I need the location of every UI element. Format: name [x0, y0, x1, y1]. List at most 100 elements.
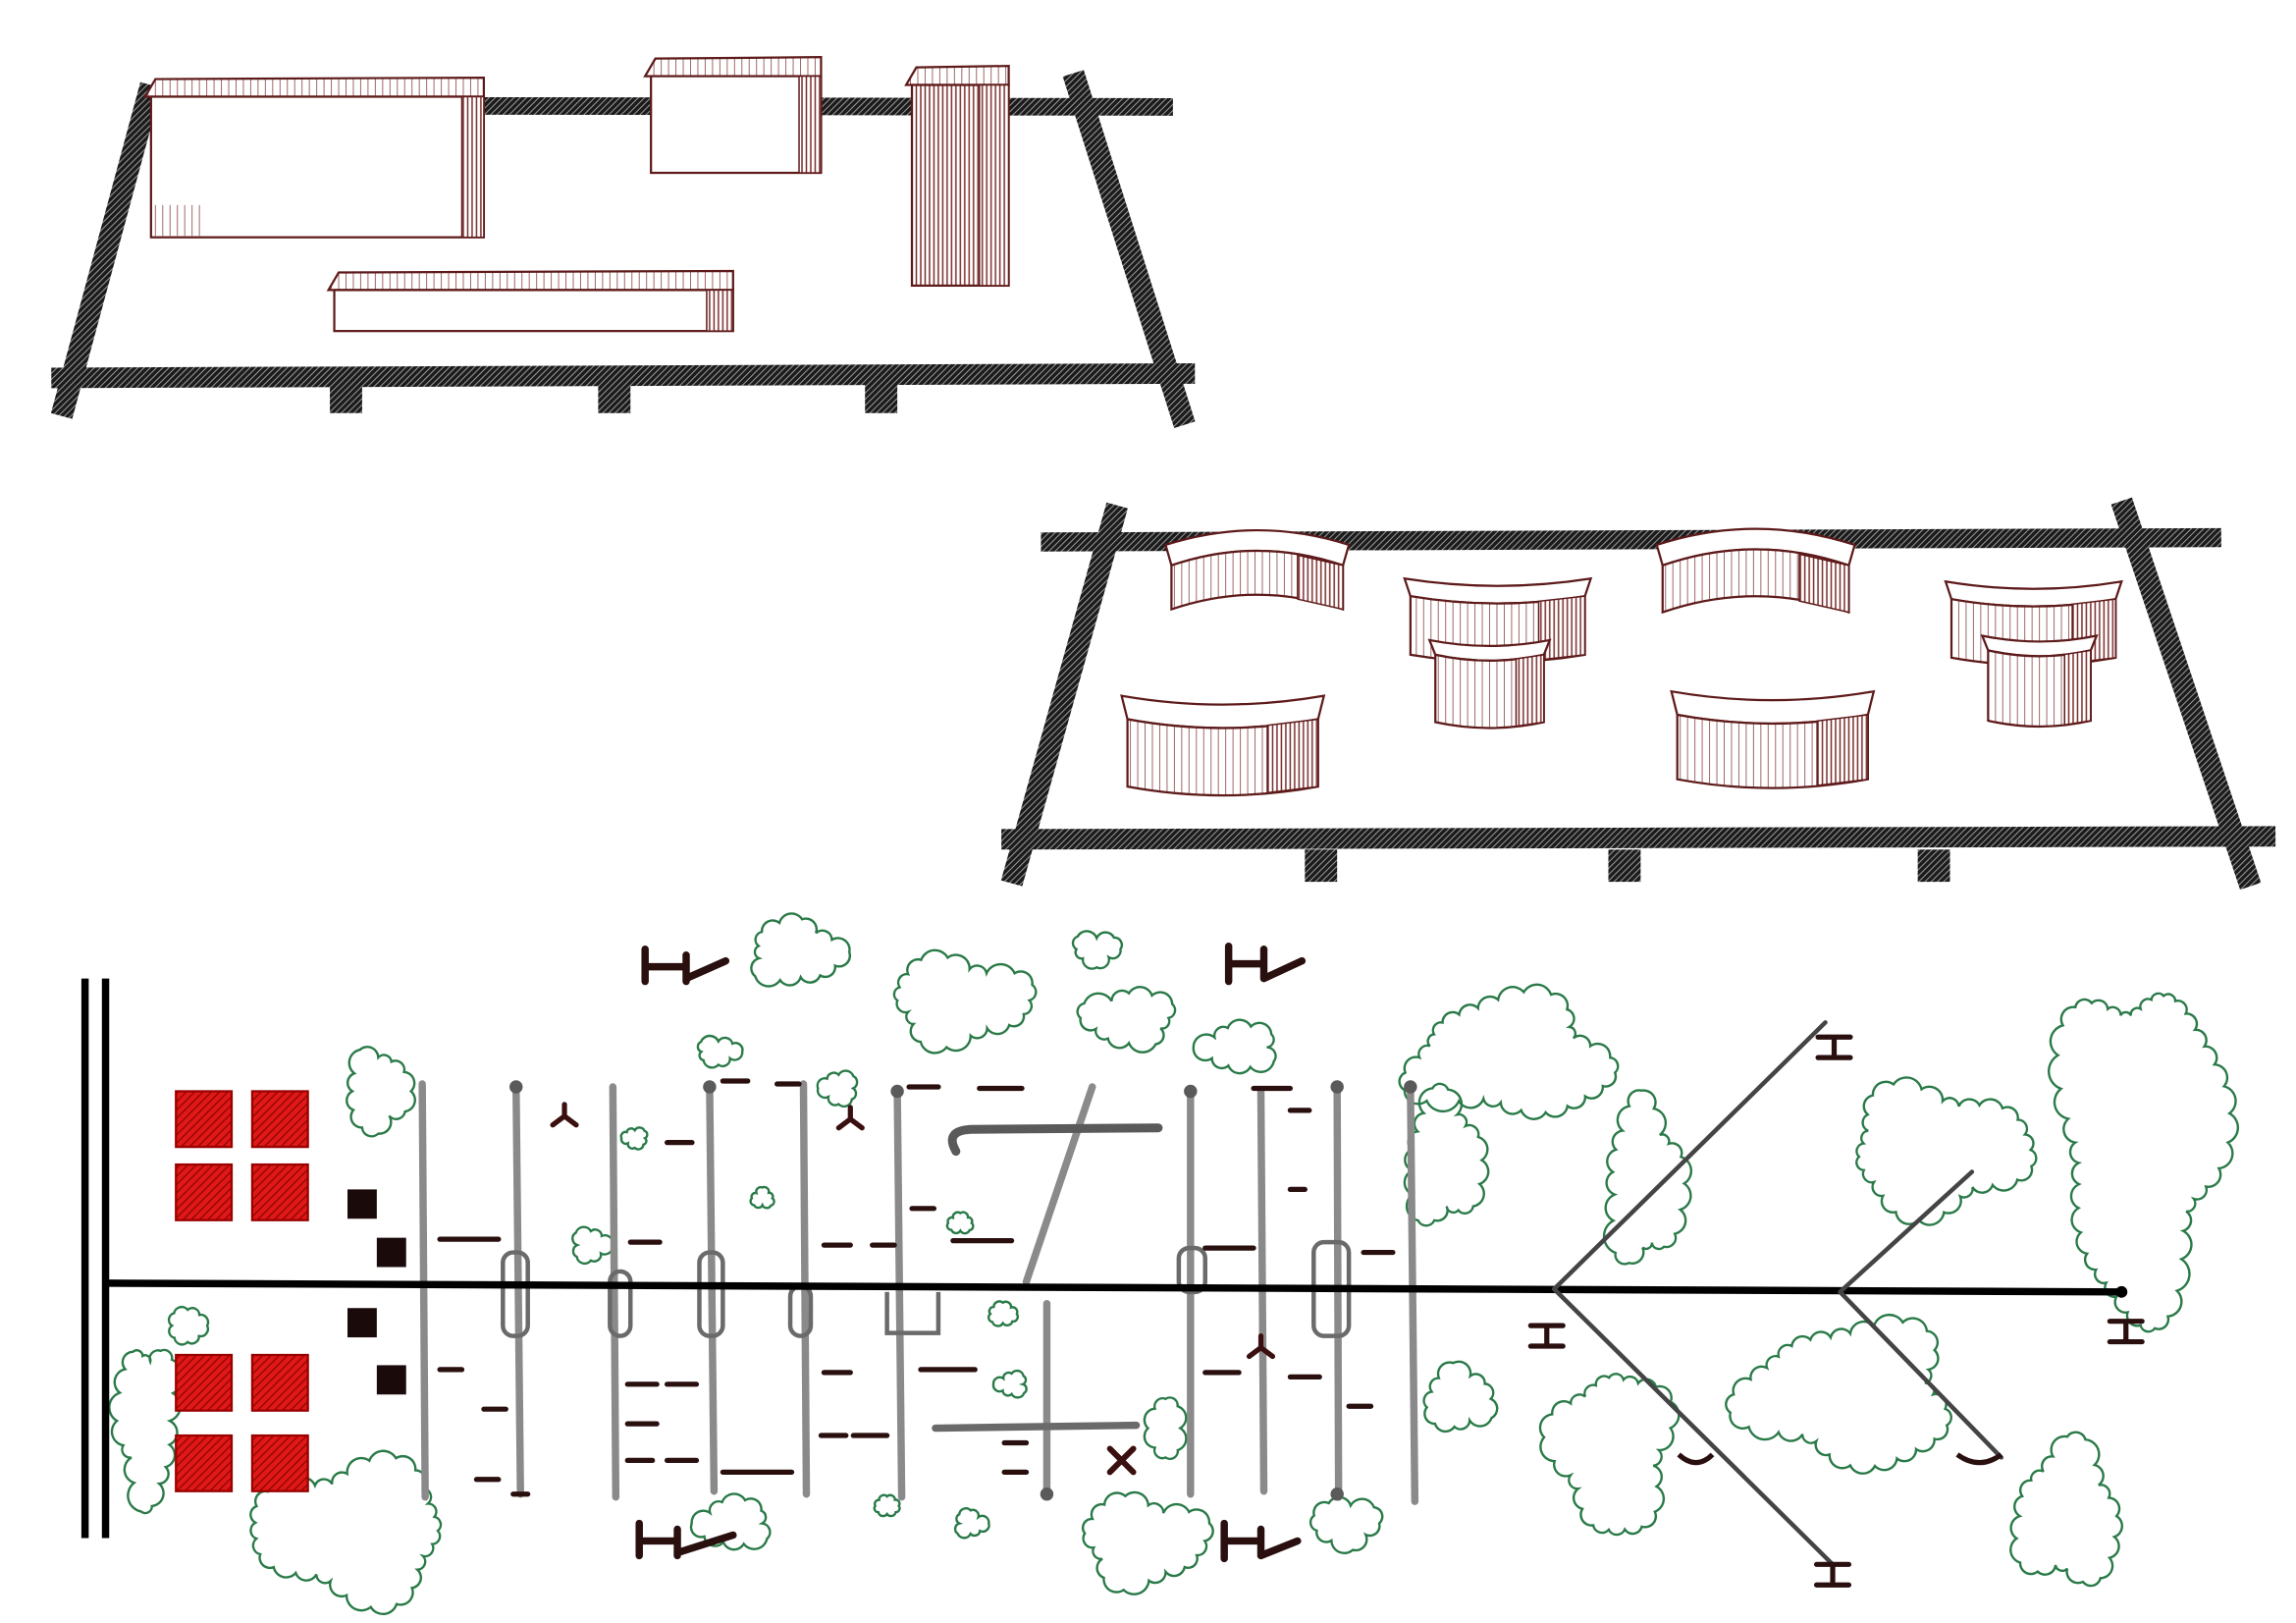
building-shadow: [153, 204, 201, 237]
seat-icon: [1246, 1332, 1276, 1360]
curved-building-shadow: [1798, 553, 1850, 614]
tree-cluster: [1538, 1373, 1681, 1537]
building-facade: [149, 95, 486, 239]
housing-block: [250, 1090, 309, 1149]
diagonal-path: [1551, 1020, 1828, 1292]
housing-block: [250, 1163, 309, 1221]
housing-block: [175, 1090, 234, 1149]
tree-cluster: [1192, 1018, 1277, 1075]
rectilinear-massing-sketch: [50, 56, 1196, 429]
plaza-loop: [1176, 1245, 1207, 1295]
tree-cluster: [816, 1069, 859, 1109]
road: [1001, 826, 2276, 850]
cross-street-line: [932, 1421, 1141, 1433]
bench-icon: [1220, 1519, 1302, 1563]
tree-cluster: [749, 1185, 775, 1210]
building-shadow: [978, 83, 1010, 287]
plaza-loop: [884, 1291, 941, 1335]
bench-icon: [641, 946, 730, 986]
marker-icon: [1815, 1034, 1853, 1060]
street-line: [1407, 1083, 1419, 1505]
marker-icon: [1813, 1561, 1852, 1588]
street-line: [893, 1087, 906, 1501]
tree-cluster: [945, 1211, 975, 1235]
curved-massing-sketch: [1000, 497, 2276, 891]
tree-cluster: [892, 948, 1038, 1055]
street-node: [890, 1084, 904, 1099]
street-node: [509, 1080, 523, 1094]
plaza-loop: [697, 1250, 725, 1338]
housing-block: [175, 1163, 234, 1221]
curved-building-shadow: [1537, 595, 1586, 661]
tree-cluster: [249, 1449, 443, 1616]
pavilion-block: [347, 1308, 377, 1338]
tree-cluster: [619, 1126, 649, 1151]
building-roof: [326, 269, 734, 292]
tree-cluster: [1081, 1490, 1214, 1596]
pavilion-block: [347, 1189, 377, 1219]
building-roof: [142, 76, 486, 98]
arc-mark: [1955, 1452, 2003, 1466]
road: [2110, 497, 2262, 891]
tree-cluster: [1076, 986, 1177, 1054]
building-facade: [650, 75, 823, 175]
tree-cluster: [571, 1225, 614, 1266]
plaza-loop: [501, 1250, 530, 1338]
curved-building-shadow: [1816, 714, 1869, 786]
cross-street-line: [947, 1123, 1163, 1157]
tree-cluster: [167, 1305, 210, 1346]
main-axis: [105, 1279, 2126, 1296]
tree-cluster: [991, 1369, 1028, 1399]
road-stub: [598, 383, 631, 413]
road-stub: [1608, 849, 1641, 883]
street-node: [1330, 1080, 1344, 1094]
road-stub: [1917, 849, 1950, 883]
axis-end-node: [2115, 1285, 2128, 1298]
street-line: [512, 1083, 524, 1498]
road: [1000, 502, 1128, 887]
road-stub: [865, 383, 898, 413]
curved-building-shadow: [1515, 654, 1545, 728]
marker-icon: [1527, 1323, 1566, 1349]
street-line: [609, 1083, 620, 1501]
tree-cluster: [2009, 1431, 2123, 1588]
pavilion-block: [376, 1237, 406, 1268]
street-node: [1184, 1084, 1198, 1099]
tree-cluster: [1143, 1396, 1188, 1461]
tree-cluster: [1602, 1089, 1693, 1266]
road: [51, 362, 1196, 389]
tree-cluster: [750, 912, 851, 988]
cross-icon: [1106, 1445, 1137, 1476]
building-shadow: [460, 95, 485, 239]
tree-cluster: [1725, 1313, 1952, 1475]
street-line: [418, 1080, 429, 1501]
road-stub: [1305, 849, 1338, 883]
tree-cluster: [108, 1348, 185, 1515]
building-shadow: [706, 289, 734, 332]
housing-block: [250, 1434, 309, 1492]
diagonal-path: [1838, 1169, 1975, 1295]
tree-cluster: [1422, 1360, 1499, 1434]
tree-cluster: [689, 1492, 772, 1551]
bench-icon: [635, 1519, 737, 1560]
housing-block: [175, 1353, 234, 1412]
marker-icon: [2107, 1319, 2145, 1345]
diagonal-path: [1838, 1289, 2004, 1460]
road: [50, 81, 162, 419]
tree-cluster: [953, 1507, 990, 1540]
tree-cluster: [1403, 1082, 1490, 1227]
tree-cluster: [1855, 1076, 2038, 1226]
arc-mark: [1677, 1452, 1715, 1466]
seat-icon: [550, 1102, 579, 1128]
seat-icon: [835, 1105, 865, 1131]
building-roof: [643, 56, 823, 78]
road-stub: [330, 383, 362, 413]
site-plan-sketch: [80, 912, 2240, 1616]
street-node: [1040, 1488, 1054, 1501]
bench-icon: [1224, 943, 1307, 986]
building-roof: [904, 64, 1010, 86]
housing-block: [250, 1353, 309, 1412]
housing-block: [175, 1434, 234, 1492]
diagonal-path: [1551, 1286, 1836, 1567]
